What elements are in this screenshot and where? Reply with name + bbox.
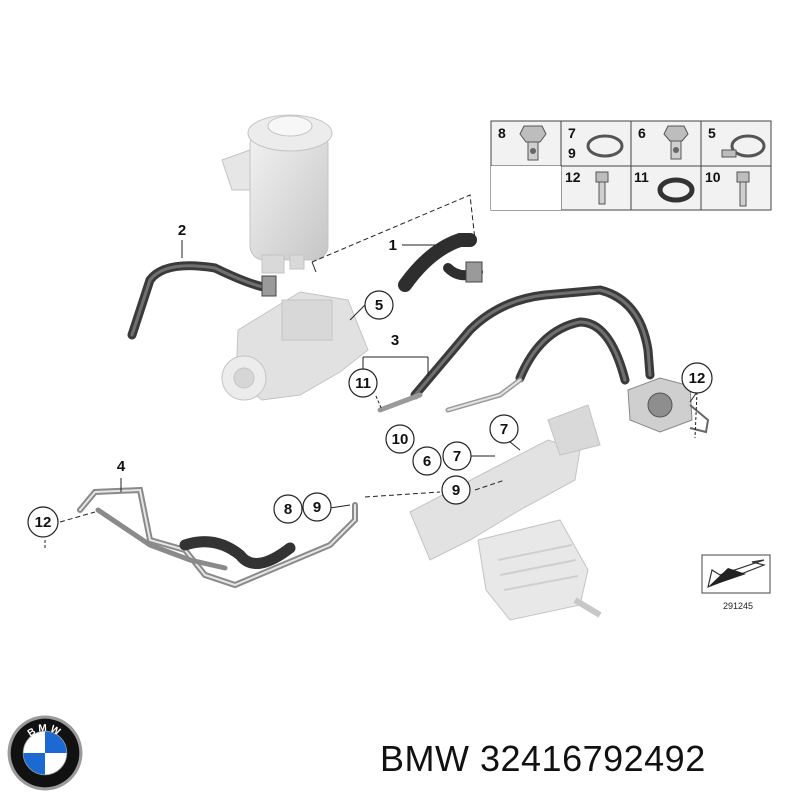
callout-9a: 9: [313, 499, 321, 516]
callout-5: 5: [375, 297, 383, 314]
legend-num-7: 7: [568, 125, 576, 141]
legend-cell-6: 6: [638, 125, 689, 160]
callout-5-badge: 5: [364, 290, 394, 320]
legend-num-6: 6: [638, 125, 646, 141]
legend-num-12: 12: [565, 169, 581, 185]
callout-10-badge: 10: [385, 424, 415, 454]
banjo-bolt-icon: [663, 125, 689, 160]
callout-9a-badge: 9: [302, 492, 332, 522]
steering-pump: [221, 291, 369, 401]
legend-num-5: 5: [708, 125, 716, 141]
callout-3: 3: [391, 332, 399, 349]
callout-7b: 7: [500, 421, 508, 438]
reference-number: 291245: [723, 601, 753, 611]
callout-1: 1: [389, 237, 397, 254]
legend-cell-5: 5: [708, 125, 766, 158]
callout-12b-badge: 12: [681, 362, 713, 394]
legend-num-9: 9: [568, 145, 576, 161]
steering-rack: [409, 404, 602, 621]
callout-9b-badge: 9: [441, 475, 471, 505]
callout-7b-badge: 7: [489, 414, 519, 444]
callout-6-badge: 6: [412, 446, 442, 476]
callout-6: 6: [423, 453, 431, 470]
parts-legend: 8 7 9 6 5: [490, 120, 772, 211]
callout-7a: 7: [453, 448, 461, 465]
hoses: [77, 233, 655, 589]
callout-2: 2: [178, 222, 186, 239]
legend-cell-12: 12: [565, 169, 609, 205]
arrow-icon: [707, 559, 766, 588]
callout-8: 8: [284, 501, 292, 518]
part-number-caption: BMW 32416792492: [380, 738, 706, 779]
callout-12a: 12: [35, 514, 52, 531]
callouts: 1 2 3 4 5 11 10 6 7 7 8: [27, 222, 713, 538]
callout-11: 11: [355, 375, 371, 392]
callout-9b: 9: [452, 482, 460, 499]
hose-clamp-icon: [721, 134, 766, 158]
bolt-icon: [736, 171, 750, 207]
callout-8-badge: 8: [273, 494, 303, 524]
legend-num-11: 11: [634, 169, 649, 185]
bolt-icon: [595, 171, 609, 205]
sealing-ring-icon: [586, 134, 624, 158]
callout-12a-badge: 12: [27, 506, 59, 538]
legend-num-8: 8: [498, 125, 506, 141]
callout-11-badge: 11: [348, 368, 378, 398]
callout-7a-badge: 7: [442, 441, 472, 471]
legend-cell-8: 8: [498, 125, 547, 161]
legend-cell-11: 11: [634, 169, 695, 203]
fluid-reservoir: [221, 114, 333, 274]
fluid-cooler: [627, 377, 710, 434]
banjo-bolt-icon: [519, 125, 547, 161]
svg-text:BMW: BMW: [26, 723, 64, 739]
legend-cell-10: 10: [705, 169, 750, 207]
legend-num-10: 10: [705, 169, 721, 185]
o-ring-icon: [657, 177, 695, 203]
bmw-logo: BMW: [7, 715, 83, 791]
bmw-logo-letters: BMW: [26, 723, 62, 739]
callout-12b: 12: [689, 370, 706, 387]
legend-cell-7-9: 7 9: [568, 125, 624, 161]
callout-10: 10: [392, 431, 409, 448]
reference-box: 291245: [701, 554, 771, 611]
callout-4: 4: [117, 458, 126, 475]
